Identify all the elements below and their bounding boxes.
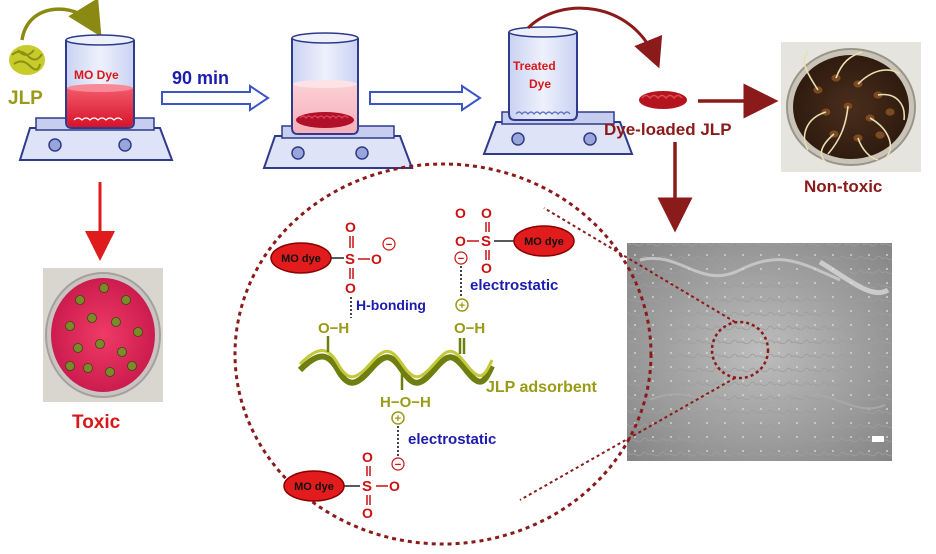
svg-text:O: O (345, 219, 356, 235)
jlp-label: JLP (8, 88, 43, 109)
adsorbent-label: JLP adsorbent (486, 379, 598, 396)
toxic-label: Toxic (72, 412, 121, 433)
svg-text:−: − (386, 239, 392, 251)
svg-text:O: O (362, 449, 373, 465)
svg-text:O: O (362, 505, 373, 521)
svg-text:O: O (481, 205, 492, 221)
svg-text:−: − (458, 253, 464, 265)
hydroxyl-middle: H−O−H (380, 394, 431, 411)
svg-text:O: O (345, 280, 356, 296)
electrostatic-label-top: electrostatic (470, 277, 558, 294)
mechanism-circle (233, 162, 653, 546)
positive-charge-top (455, 298, 469, 312)
svg-text:−: − (395, 459, 401, 471)
time-label: 90 min (172, 68, 229, 88)
treated-label: Treated (513, 59, 556, 73)
svg-text:O: O (389, 478, 400, 494)
dye-loaded-jlp-icon (639, 91, 687, 109)
adsorbent-backbone (297, 353, 495, 386)
negative-charge-left (382, 237, 396, 251)
positive-charge-bottom (391, 411, 405, 425)
sulfur-bottom: S (362, 478, 372, 495)
zoom-connector-top (543, 207, 736, 323)
toxic-dish-image (43, 268, 163, 402)
stir-arrow (161, 84, 270, 112)
beaker-treated-dye (482, 26, 634, 155)
svg-text:O: O (371, 251, 382, 267)
non-toxic-label: Non-toxic (804, 177, 882, 196)
svg-text:O: O (455, 233, 466, 249)
zoom-circle (710, 320, 770, 380)
svg-text:+: + (459, 300, 465, 312)
beaker-adsorbing (262, 32, 414, 169)
mo-dye-bottom: MO dye (294, 481, 334, 493)
hydroxyl-right: O−H (454, 320, 485, 337)
add-jlp-arrow (20, 0, 102, 41)
dye-loaded-label: Dye-loaded JLP (604, 120, 732, 139)
sem-micrograph-image (627, 243, 892, 461)
beaker-mo-dye (18, 34, 174, 161)
hydroxyl-left: O−H (318, 320, 349, 337)
mo-dye-left: MO dye (281, 253, 321, 265)
h-bonding-label: H-bonding (356, 297, 426, 313)
svg-text:O: O (455, 205, 466, 221)
treat-arrow (369, 84, 482, 112)
jlp-material-icon (9, 45, 45, 75)
negative-charge-bottom (391, 457, 405, 471)
scale-bar (872, 436, 884, 442)
mo-dye-right: MO dye (524, 236, 564, 248)
electrostatic-label-bottom: electrostatic (408, 431, 496, 448)
sulfur-left: S (345, 251, 355, 268)
negative-charge-right (454, 251, 468, 265)
svg-text:O: O (481, 260, 492, 276)
mo-dye-label: MO Dye (74, 68, 119, 82)
svg-text:+: + (395, 413, 401, 425)
non-toxic-dish-image (781, 42, 921, 172)
dye-label: Dye (529, 77, 551, 91)
collect-arrow (526, 6, 663, 69)
zoom-connector-bottom (519, 377, 736, 501)
sulfur-right: S (481, 233, 491, 250)
